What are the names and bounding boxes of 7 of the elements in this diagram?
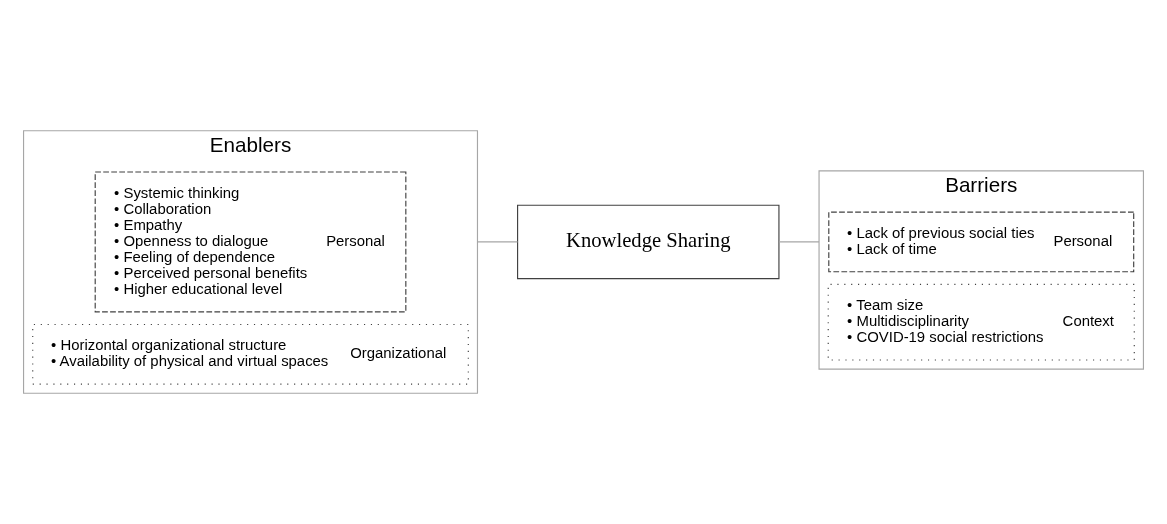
node-box: • Team size • Multidisciplinarity • COVID-19 social restrictions Context	[827, 283, 1135, 361]
node-box: • Lack of previous social ties • Lack of time Personal	[828, 211, 1135, 273]
node-box: Knowledge Sharing	[517, 204, 780, 280]
connector	[778, 241, 820, 243]
connector	[476, 241, 519, 243]
node-box: • Horizontal organizational structure • Availability of physical and virtual spaces Organizational	[32, 323, 469, 385]
node-box: • Systemic thinking • Collaboration • Empathy • Openness to dialogue • Feeling of dependence • Perceived personal benefits • Higher educational level Personal	[94, 171, 407, 313]
